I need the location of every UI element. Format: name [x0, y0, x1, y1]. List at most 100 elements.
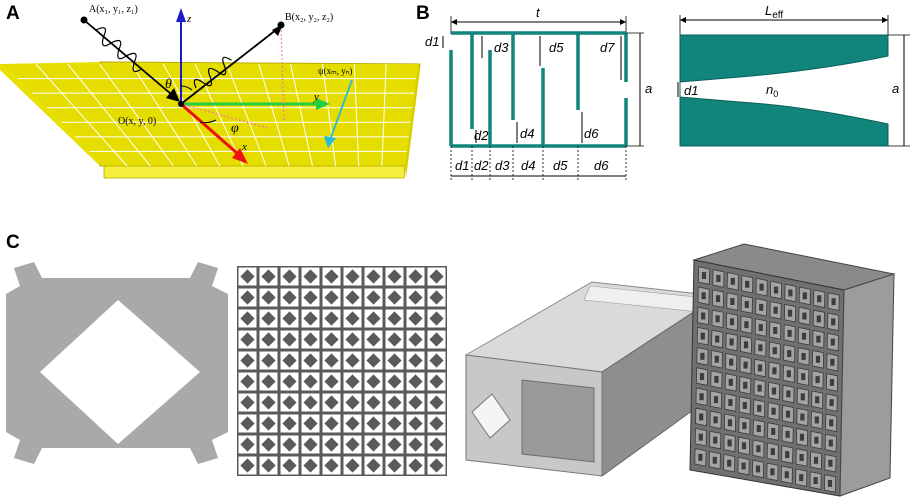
array-cell-diamond: [387, 416, 402, 431]
array3d-cell-hole: [741, 462, 746, 470]
array-cell-diamond: [261, 458, 276, 473]
array-cell-diamond: [345, 269, 360, 284]
array3d-cell-hole: [713, 396, 719, 404]
x-axis-arrow: [232, 148, 248, 164]
array3d-cell-hole: [698, 433, 703, 441]
array-cell-diamond: [282, 437, 297, 452]
array3d-cell-hole: [743, 381, 748, 389]
array-cell-diamond: [366, 311, 381, 326]
panel-a-letter: A: [6, 3, 20, 24]
array3d-cell-hole: [744, 300, 749, 308]
array-cell-diamond: [387, 458, 402, 473]
array-cell-diamond: [387, 290, 402, 305]
plate-grid-line: [67, 63, 151, 167]
array-cell-diamond: [408, 437, 423, 452]
origin-dot: [178, 101, 184, 107]
theta-label: θ: [165, 77, 172, 92]
array3d-cell-hole: [815, 396, 820, 404]
t-arrow-left: [451, 19, 457, 25]
array3d-cell-hole: [816, 315, 821, 323]
phi-label: φ: [231, 121, 239, 136]
array-cell-diamond: [240, 416, 255, 431]
array-cell-diamond: [303, 332, 318, 347]
array3d-cell-hole: [773, 286, 779, 294]
d-width-label-5: d5: [553, 158, 568, 173]
d-width-label-1: d1: [455, 158, 469, 173]
array-cell-diamond: [282, 353, 297, 368]
array-cell-diamond: [366, 332, 381, 347]
array-cell-diamond: [429, 437, 444, 452]
array3d-cell-hole: [771, 387, 777, 395]
array-cell-diamond: [303, 269, 318, 284]
array3d-cell-hole: [727, 419, 733, 427]
array3d-cell-hole: [788, 289, 793, 297]
array3d-cell-hole: [814, 416, 819, 424]
point-b-label: B(x₂, y₂, z₂): [285, 12, 333, 23]
plate-side-edge: [405, 64, 420, 178]
array3d-cell-hole: [771, 407, 776, 415]
folded-channel-diagram: t a: [425, 5, 652, 180]
array3d-cell-hole: [701, 292, 706, 300]
array-cell-diamond: [240, 311, 255, 326]
array3d-cell-hole: [802, 312, 807, 320]
array-cell-diamond: [408, 353, 423, 368]
panel-b-letter: B: [416, 3, 430, 24]
array3d-cell-hole: [801, 332, 807, 340]
array-cell-diamond: [366, 458, 381, 473]
array3d-cell-hole: [698, 453, 703, 461]
array-cell-diamond: [366, 374, 381, 389]
incident-ray: [83, 19, 179, 101]
array3d-cell-hole: [700, 332, 705, 340]
array-cell-diamond: [303, 311, 318, 326]
d-width-label-6: d6: [594, 158, 609, 173]
array-cell-diamond: [324, 458, 339, 473]
array-cell-diamond: [240, 290, 255, 305]
array3d-cell-hole: [713, 416, 718, 424]
array3d-cell-hole: [715, 315, 720, 323]
array3d-cell-hole: [770, 448, 775, 456]
array-cell-diamond: [408, 311, 423, 326]
array-cell-diamond: [240, 437, 255, 452]
array-cell-diamond: [282, 332, 297, 347]
z-axis-arrow: [176, 8, 186, 22]
array3d-cell-hole: [800, 413, 805, 421]
point-psi-label: ψ(xₘ, yₙ): [318, 66, 352, 76]
panel-c: C: [6, 232, 896, 497]
array3d-cell-hole: [827, 479, 833, 487]
d-bottom-label-4: d4: [520, 126, 534, 141]
array-cell-diamond: [240, 395, 255, 410]
plate-grid-line: [226, 63, 267, 167]
array3d-cell-hole: [756, 445, 761, 453]
cell3d-front-slot: [521, 379, 595, 463]
array-cell-diamond: [429, 290, 444, 305]
plate-front-edge: [103, 165, 406, 179]
array-cell-diamond: [324, 332, 339, 347]
array3d-cell-hole: [730, 277, 735, 285]
array3d-cell-hole: [701, 312, 706, 320]
array3d-cell-hole: [787, 309, 793, 317]
array-cell-diamond: [261, 395, 276, 410]
array3d-cell-hole: [759, 303, 764, 311]
array3d-cell-hole: [813, 456, 819, 464]
panel-array-3d: [689, 243, 896, 497]
array3d-cell-hole: [757, 384, 762, 392]
leff-arrow-left: [680, 17, 686, 23]
b-projection-line: [280, 25, 285, 123]
scattered-ray: [180, 25, 282, 105]
array3d-cell-hole: [829, 399, 834, 407]
leff-arrow-right: [882, 17, 888, 23]
array3d-cell-hole: [799, 453, 804, 461]
panel-c-letter: C: [6, 232, 20, 253]
plate-surface: [4, 64, 418, 166]
phi-guide-line: [180, 103, 269, 129]
axis-z-label: z: [186, 13, 192, 25]
t-arrow-right: [620, 19, 626, 25]
array-cell-diamond: [429, 332, 444, 347]
array3d-cell-hole: [786, 390, 791, 398]
array3d-cell-hole: [816, 335, 821, 343]
array-cell-diamond: [324, 374, 339, 389]
cell3d-diamond-opening: [471, 393, 511, 439]
array3d-cell-hole: [831, 318, 836, 326]
array3d-cell-hole: [786, 370, 791, 378]
array-cell-diamond: [408, 458, 423, 473]
